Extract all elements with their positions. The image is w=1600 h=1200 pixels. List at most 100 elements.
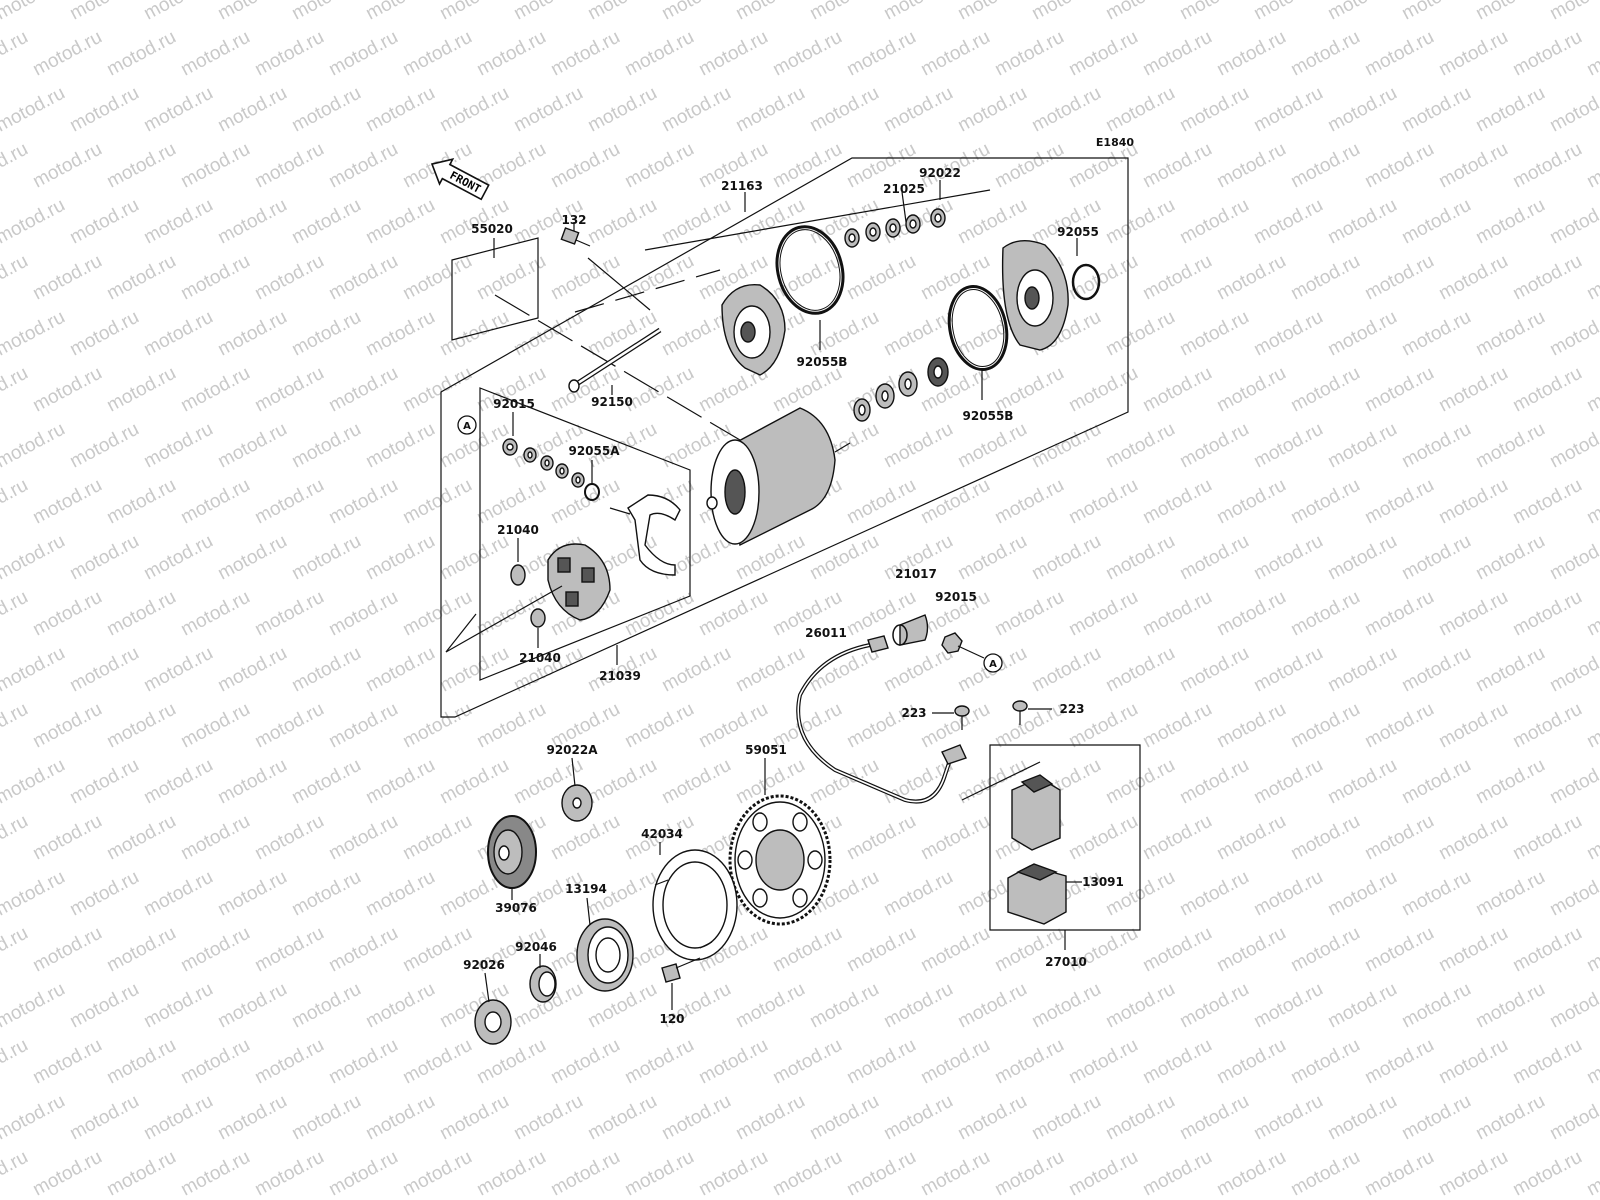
watermark-text: motod.ru [1065, 251, 1141, 305]
watermark-text: motod.ru [0, 755, 69, 809]
part-label-132: 132 [561, 213, 586, 227]
watermark-text: motod.ru [1361, 587, 1437, 641]
watermark-text: motod.ru [769, 27, 845, 81]
watermark-text: motod.ru [362, 979, 438, 1033]
watermark-text: motod.ru [510, 1091, 586, 1145]
watermark-text: motod.ru [1435, 1035, 1511, 1089]
watermark-text: motod.ru [325, 251, 401, 305]
part-label-42034: 42034 [641, 827, 683, 841]
watermark-text: motod.ru [1472, 1091, 1548, 1145]
watermark-text: motod.ru [436, 531, 512, 585]
motor-yoke [706, 407, 851, 547]
watermark-text: motod.ru [362, 0, 438, 24]
watermark-text: motod.ru [1361, 1147, 1437, 1200]
watermark-text: motod.ru [732, 0, 808, 24]
watermark-text: motod.ru [0, 699, 32, 753]
watermark-text: motod.ru [436, 755, 512, 809]
watermark-text: motod.ru [732, 83, 808, 137]
watermark-text: motod.ru [1213, 923, 1289, 977]
watermark-text: motod.ru [1546, 531, 1600, 585]
watermark-text: motod.ru [1139, 587, 1215, 641]
watermark-text: motod.ru [1213, 475, 1289, 529]
watermark-text: motod.ru [917, 699, 993, 753]
watermark-text: motod.ru [843, 923, 919, 977]
watermark-text: motod.ru [658, 755, 734, 809]
watermark-text: motod.ru [1398, 419, 1474, 473]
watermark-text: motod.ru [584, 0, 660, 24]
watermark-text: motod.ru [1509, 811, 1585, 865]
watermark-text: motod.ru [1324, 307, 1400, 361]
watermark-text: motod.ru [1250, 643, 1326, 697]
watermark-text: motod.ru [1435, 587, 1511, 641]
watermark-text: motod.ru [1176, 0, 1252, 24]
watermark-text: motod.ru [880, 419, 956, 473]
watermark-text: motod.ru [954, 1091, 1030, 1145]
part-label-92022a: 92022A [546, 743, 598, 757]
watermark-text: motod.ru [251, 139, 327, 193]
watermark-text: motod.ru [140, 195, 216, 249]
watermark-text: motod.ru [1065, 475, 1141, 529]
watermark-text: motod.ru [362, 195, 438, 249]
watermark-text: motod.ru [288, 1091, 364, 1145]
watermark-text: motod.ru [732, 643, 808, 697]
watermark-text: motod.ru [1176, 755, 1252, 809]
watermark-text: motod.ru [1583, 1147, 1600, 1200]
watermark-text: motod.ru [1028, 419, 1104, 473]
watermark-text: motod.ru [1324, 419, 1400, 473]
watermark-text: motod.ru [1324, 979, 1400, 1033]
watermark-text: motod.ru [1398, 307, 1474, 361]
watermark-text: motod.ru [1028, 0, 1104, 24]
watermark-text: motod.ru [658, 83, 734, 137]
watermark-text: motod.ru [251, 699, 327, 753]
watermark-text: motod.ru [1139, 1147, 1215, 1200]
watermark-text: motod.ru [1472, 83, 1548, 137]
watermark-text: motod.ru [325, 699, 401, 753]
watermark-text: motod.ru [140, 979, 216, 1033]
part-label-55020: 55020 [471, 222, 513, 236]
watermark-text: motod.ru [1435, 699, 1511, 753]
watermark-text: motod.ru [1509, 923, 1585, 977]
watermark-text: motod.ru [806, 979, 882, 1033]
watermark-text: motod.ru [1250, 1091, 1326, 1145]
watermark-text: motod.ru [1250, 867, 1326, 921]
watermark-text: motod.ru [695, 1147, 771, 1200]
watermark-text: motod.ru [177, 923, 253, 977]
watermark-text: motod.ru [769, 1147, 845, 1200]
watermark-text: motod.ru [251, 923, 327, 977]
watermark-text: motod.ru [436, 307, 512, 361]
watermark-text: motod.ru [1398, 1091, 1474, 1145]
watermark-text: motod.ru [1213, 1147, 1289, 1200]
watermark-text: motod.ru [103, 1035, 179, 1089]
watermark-text: motod.ru [1213, 139, 1289, 193]
part-label-21025: 21025 [883, 182, 925, 196]
watermark-text: motod.ru [806, 755, 882, 809]
watermark-text: motod.ru [1509, 251, 1585, 305]
watermark-text: motod.ru [399, 811, 475, 865]
watermark-text: motod.ru [103, 475, 179, 529]
watermark-text: motod.ru [1287, 587, 1363, 641]
needle-bearing [529, 965, 557, 1003]
watermark-text: motod.ru [917, 811, 993, 865]
watermark-text: motod.ru [1509, 27, 1585, 81]
watermark-text: motod.ru [288, 83, 364, 137]
watermark-text: motod.ru [1583, 923, 1600, 977]
watermark-text: motod.ru [1213, 27, 1289, 81]
watermark-text: motod.ru [325, 811, 401, 865]
watermark-text: motod.ru [1509, 1147, 1585, 1200]
watermark-text: motod.ru [66, 419, 142, 473]
watermark-text: motod.ru [288, 755, 364, 809]
watermark-text: motod.ru [1583, 251, 1600, 305]
watermark-text: motod.ru [1176, 643, 1252, 697]
watermark-text: motod.ru [1065, 1147, 1141, 1200]
watermark-text: motod.ru [695, 1035, 771, 1089]
watermark-text: motod.ru [621, 1147, 697, 1200]
watermark-text: motod.ru [954, 531, 1030, 585]
watermark-text: motod.ru [510, 307, 586, 361]
watermark-text: motod.ru [1361, 475, 1437, 529]
watermark-text: motod.ru [214, 643, 290, 697]
watermark-text: motod.ru [214, 419, 290, 473]
watermark-text: motod.ru [29, 27, 105, 81]
watermark-text: motod.ru [140, 531, 216, 585]
watermark-text: motod.ru [1583, 1035, 1600, 1089]
watermark-text: motod.ru [66, 979, 142, 1033]
